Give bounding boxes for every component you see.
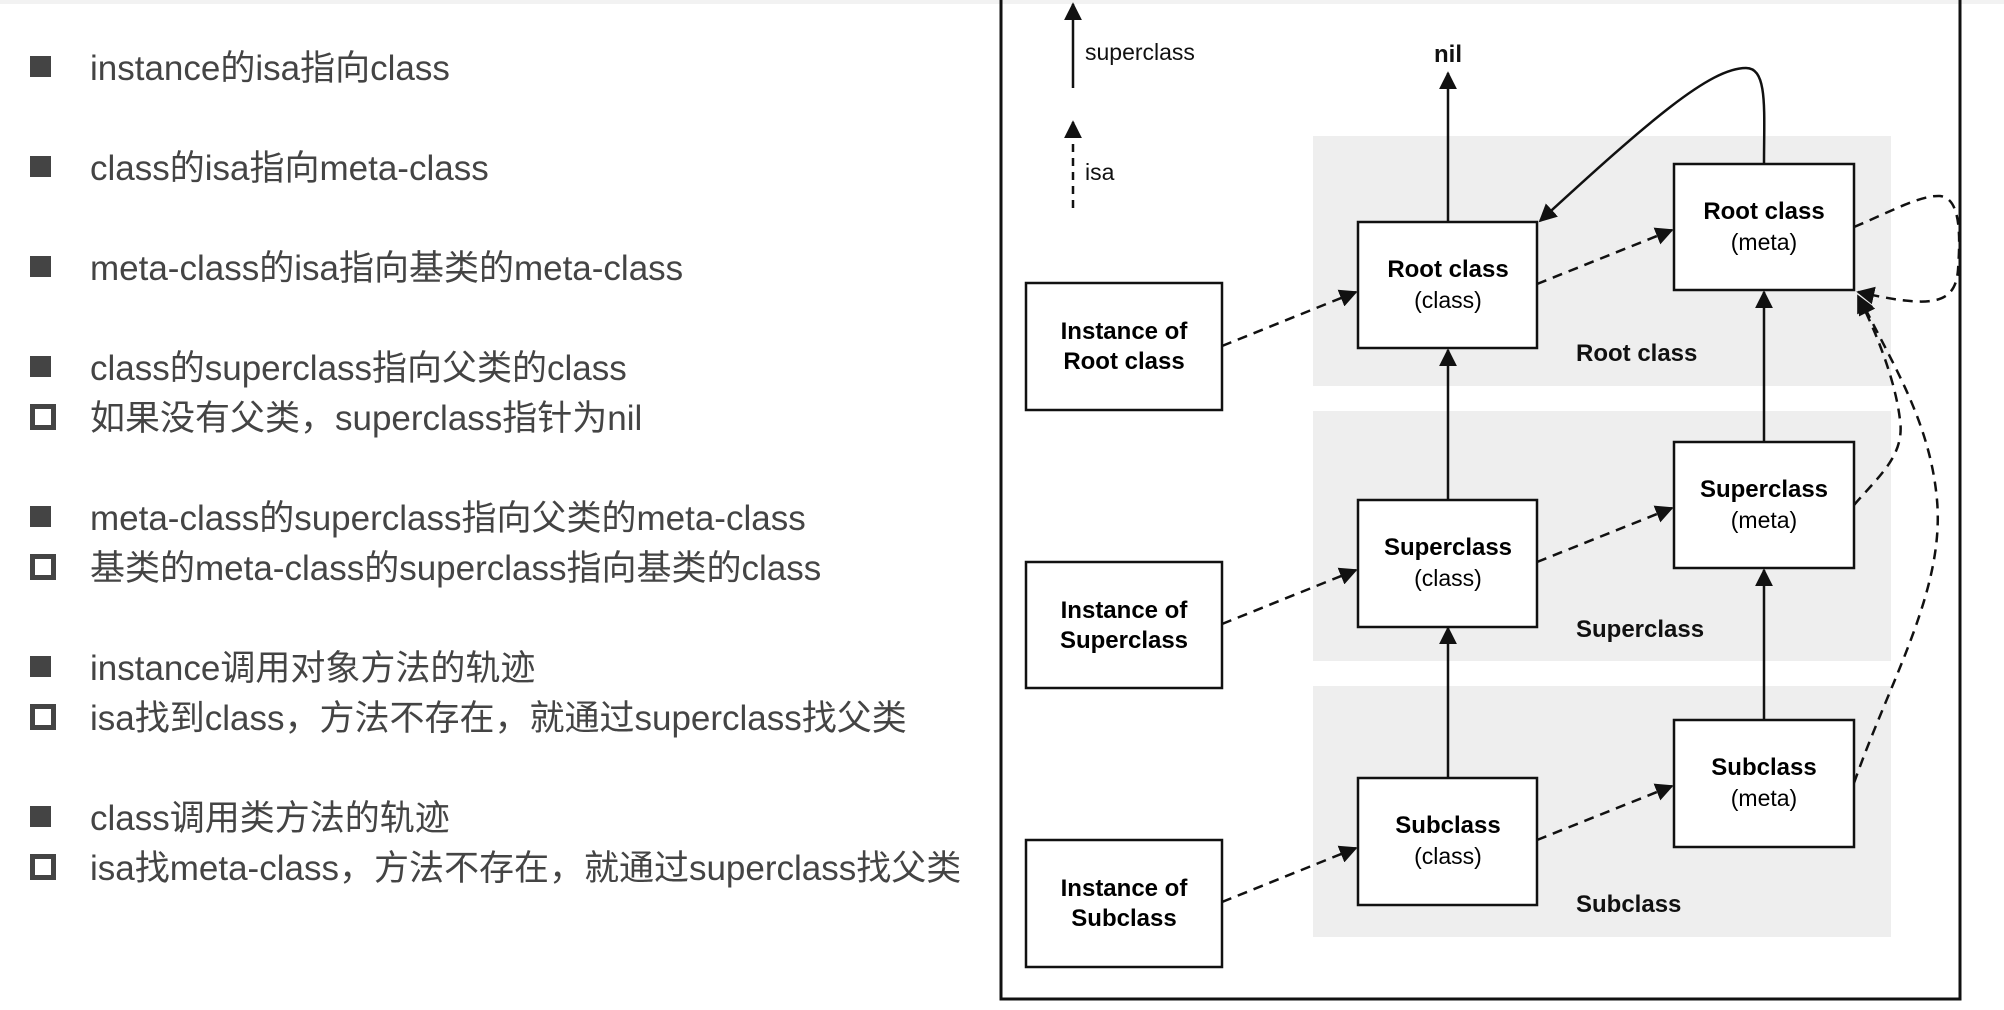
hollow-square-bullet-icon [30, 704, 56, 730]
root-meta-superclass-arrow [1538, 66, 1766, 223]
isa-arrow [1221, 567, 1358, 626]
superclass-class-box: Superclass (class) [1356, 498, 1539, 629]
subclass-meta-box: Subclass (meta) [1672, 718, 1856, 849]
band-label: Root class [1576, 340, 1697, 367]
note-item: class调用类方法的轨迹 [90, 799, 450, 838]
notes-list: instance的isa指向class class的isa指向meta-clas… [0, 0, 1000, 1010]
svg-text:(meta): (meta) [1731, 785, 1797, 811]
diagram-frame [999, 0, 1962, 1001]
svg-text:Root class: Root class [1703, 198, 1824, 225]
filled-square-bullet-icon [30, 256, 51, 277]
band-label: Superclass [1576, 616, 1704, 643]
filled-square-bullet-icon [30, 156, 51, 177]
filled-square-bullet-icon [30, 656, 51, 677]
note-item: instance调用对象方法的轨迹 [90, 649, 536, 688]
subclass-class-box: Subclass (class) [1356, 776, 1539, 907]
hollow-square-bullet-icon [30, 554, 56, 580]
superclass-meta-box: Superclass (meta) [1672, 440, 1856, 570]
root-meta-box: Root class (meta) [1672, 162, 1856, 292]
legend-superclass-label: superclass [1085, 39, 1195, 65]
svg-text:Subclass: Subclass [1711, 754, 1816, 781]
isa-arrow [1536, 505, 1674, 564]
svg-text:Instance of: Instance of [1061, 875, 1189, 902]
isa-arrow [1536, 783, 1674, 842]
instance-root-box: Instance of Root class [1024, 281, 1224, 412]
svg-text:Root class: Root class [1063, 348, 1184, 375]
note-subitem: isa找到class，方法不存在，就通过superclass找父类 [90, 699, 907, 738]
nil-label: nil [1434, 41, 1462, 68]
legend-isa-label: isa [1085, 159, 1115, 185]
filled-square-bullet-icon [30, 356, 51, 377]
root-meta-isa-self-loop [1853, 194, 1961, 305]
note-item: class的isa指向meta-class [90, 149, 489, 188]
note-item: meta-class的isa指向基类的meta-class [90, 249, 684, 288]
isa-arrow [1536, 227, 1674, 286]
svg-text:(class): (class) [1414, 843, 1482, 869]
note-subitem: 基类的meta-class的superclass指向基类的class [90, 549, 822, 588]
svg-text:(meta): (meta) [1731, 229, 1797, 255]
root-class-box: Root class (class) [1356, 220, 1539, 350]
filled-square-bullet-icon [30, 506, 51, 527]
hollow-square-bullet-icon [30, 404, 56, 430]
note-item: meta-class的superclass指向父类的meta-class [90, 499, 806, 538]
isa-arrow [1221, 845, 1358, 904]
svg-text:(class): (class) [1414, 565, 1482, 591]
svg-text:Instance of: Instance of [1061, 318, 1189, 345]
note-subitem: 如果没有父类，superclass指针为nil [90, 399, 643, 438]
instance-subclass-box: Instance of Subclass [1024, 838, 1224, 969]
filled-square-bullet-icon [30, 56, 51, 77]
band-label: Subclass [1576, 891, 1681, 918]
isa-arrow [1221, 289, 1358, 348]
svg-text:Superclass: Superclass [1384, 534, 1512, 561]
hollow-square-bullet-icon [30, 854, 56, 880]
svg-text:Superclass: Superclass [1060, 627, 1188, 654]
sub-meta-isa-arrow [1852, 296, 1940, 784]
svg-text:(class): (class) [1414, 287, 1482, 313]
svg-text:Root class: Root class [1387, 256, 1508, 283]
instance-superclass-box: Instance of Superclass [1024, 560, 1224, 690]
note-item: instance的isa指向class [90, 49, 450, 88]
filled-square-bullet-icon [30, 806, 51, 827]
note-subitem: isa找meta-class，方法不存在，就通过superclass找父类 [90, 849, 962, 888]
super-meta-isa-arrow [1853, 294, 1902, 506]
svg-text:Subclass: Subclass [1071, 905, 1176, 932]
svg-text:Instance of: Instance of [1061, 597, 1189, 624]
svg-text:(meta): (meta) [1731, 507, 1797, 533]
svg-text:Subclass: Subclass [1395, 812, 1500, 839]
note-item: class的superclass指向父类的class [90, 349, 627, 388]
svg-text:Superclass: Superclass [1700, 476, 1828, 503]
